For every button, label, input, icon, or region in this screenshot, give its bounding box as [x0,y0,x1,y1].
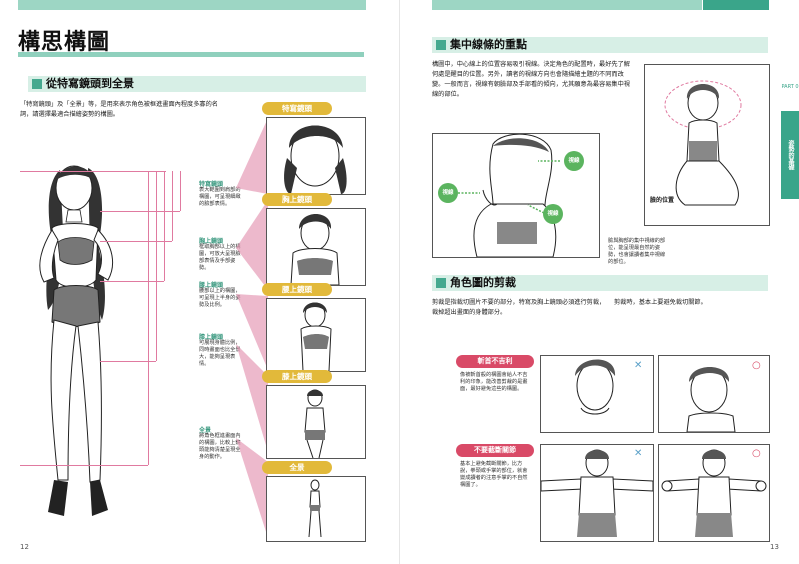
top-bar-right-accent [703,0,769,10]
bracket-vert-3 [164,171,165,281]
bracket-vert-5 [180,171,181,211]
crop-bad-panel-1 [540,355,654,433]
crop-good-panel-2 [658,444,770,542]
bracket-mark-full [20,465,148,466]
section-heading-shots: 從特寫鏡頭到全景 [28,76,366,92]
shot-desc-waist: 腰部以上的構圖，可呈現上半身的姿勢及比例。 [199,288,241,308]
focus-arrows [458,160,560,214]
section-marker [32,79,42,89]
top-bar-left [18,0,366,10]
ng-tag-joints: 不要截斷關節 [456,444,534,457]
face-position-caption: 臉的位置 [650,197,675,204]
shot-name-waist: 腰上鏡頭 [199,282,224,289]
section-heading-crop: 角色圖的剪裁 [432,275,768,291]
focus-line-panel [432,133,600,258]
ng-desc-joints: 基本上避免截斷關節，比方說，拳頭或手掌的部位，就會變成讀者的注意手掌的不自然構圖… [460,461,528,488]
crop-good-panel-1 [658,355,770,433]
side-tab-chapter[interactable]: 姿勢的基礎 [781,111,799,199]
bracket-top-line [20,171,166,172]
section-heading-focus: 集中線條的重點 [432,37,768,53]
shot-name-knee: 膝上鏡頭 [199,334,224,341]
page-gutter [399,0,400,564]
section-marker [436,278,446,288]
gaze-bubble-top: 視線 [564,151,584,171]
chest-shot-panel [266,208,366,286]
crop-paragraph-right: 剪裁時，基本上要避免裁切關節。 [614,299,707,306]
good-mark-icon: ○ [752,448,761,459]
shot-name-full: 全景 [199,427,212,434]
ng-desc-decapitation: 像被斬首般的構圖會給人不吉利的印象，能改善剪裁的是畫面，最好避免這些的構圖。 [460,372,528,392]
good-mark-icon: ○ [752,360,761,371]
focus-paragraph: 構圖中，中心線上的位置容易吸引視線。決定角色的配置時，最好先了解何處是醒目的位置… [432,61,630,98]
shot-name-close: 特寫鏡頭 [199,181,224,188]
shot-connector-wedges [236,118,268,538]
title-rule [18,52,364,57]
shot-label-chest: 胸上鏡頭 [262,193,332,206]
section-intro: 「特寫鏡頭」及「全景」等，是用來表示角色被框進畫面內程度多寡的名詞，請選擇最適合… [20,101,218,118]
shot-label-close: 特寫鏡頭 [262,102,332,115]
bad-mark-icon: ✕ [634,360,643,371]
shot-desc-close: 表大範圍到肩部的構圖，可呈現細緻的臉部表情。 [199,187,241,207]
section-heading-text: 角色圖的剪裁 [450,276,516,289]
bracket-vert-4 [172,171,173,241]
kneeling-figure-panel [644,64,770,226]
section-heading-text: 集中線條的重點 [450,38,527,51]
side-tab-part: PART 0 [781,84,799,90]
shot-desc-chest: 框取胸部以上的構圖，可放大呈現臉部表情及手部姿勢。 [199,244,241,271]
ng-tag-decapitation: 斬首不吉利 [456,355,534,368]
full-body-figure-illustration [39,165,114,516]
bracket-vert-1 [148,171,149,465]
shot-label-full: 全景 [262,461,332,474]
page-number-left: 12 [20,543,29,551]
full-shot-panel [266,476,366,542]
shot-name-chest: 胸上鏡頭 [199,238,224,245]
shot-label-knee: 膝上鏡頭 [262,370,332,383]
gaze-bubble-left: 視線 [438,183,458,203]
section-marker [436,40,446,50]
shot-desc-knee: 可展現身體比例，同時畫面也比全景大，能夠呈現表情。 [199,340,241,367]
bracket-mark-chest [100,241,172,242]
top-bar-right [432,0,702,10]
focus-bottom-caption: 臉與胸部的集中視線的部位，能呈現最自然的姿勢，也會讓讀者集中視線的部位。 [608,238,666,265]
section-heading-text: 從特寫鏡頭到全景 [46,77,134,90]
page-number-right: 13 [770,543,779,551]
bracket-mark-waist [100,281,164,282]
crop-paragraph-left: 剪裁是指裁切圖片不要的部分，特寫及胸上鏡頭必須進行剪裁，裁掉超出畫面的身體部分。 [432,299,606,316]
bad-mark-icon: ✕ [634,448,643,459]
bracket-mark-knee [100,361,156,362]
bracket-mark-close [100,211,180,212]
waist-shot-panel [266,298,366,372]
knee-shot-panel [266,385,366,459]
page-title: 構思構圖 [18,30,111,55]
bracket-vert-2 [156,171,157,361]
close-up-panel [266,117,366,195]
shot-label-waist: 腰上鏡頭 [262,283,332,296]
shot-desc-full: 將角色框進畫面內的構圖，比較上鏡頭能夠清楚呈現全身的動作。 [199,433,241,460]
gaze-bubble-bottom: 視線 [543,204,563,224]
crop-bad-panel-2 [540,444,654,542]
